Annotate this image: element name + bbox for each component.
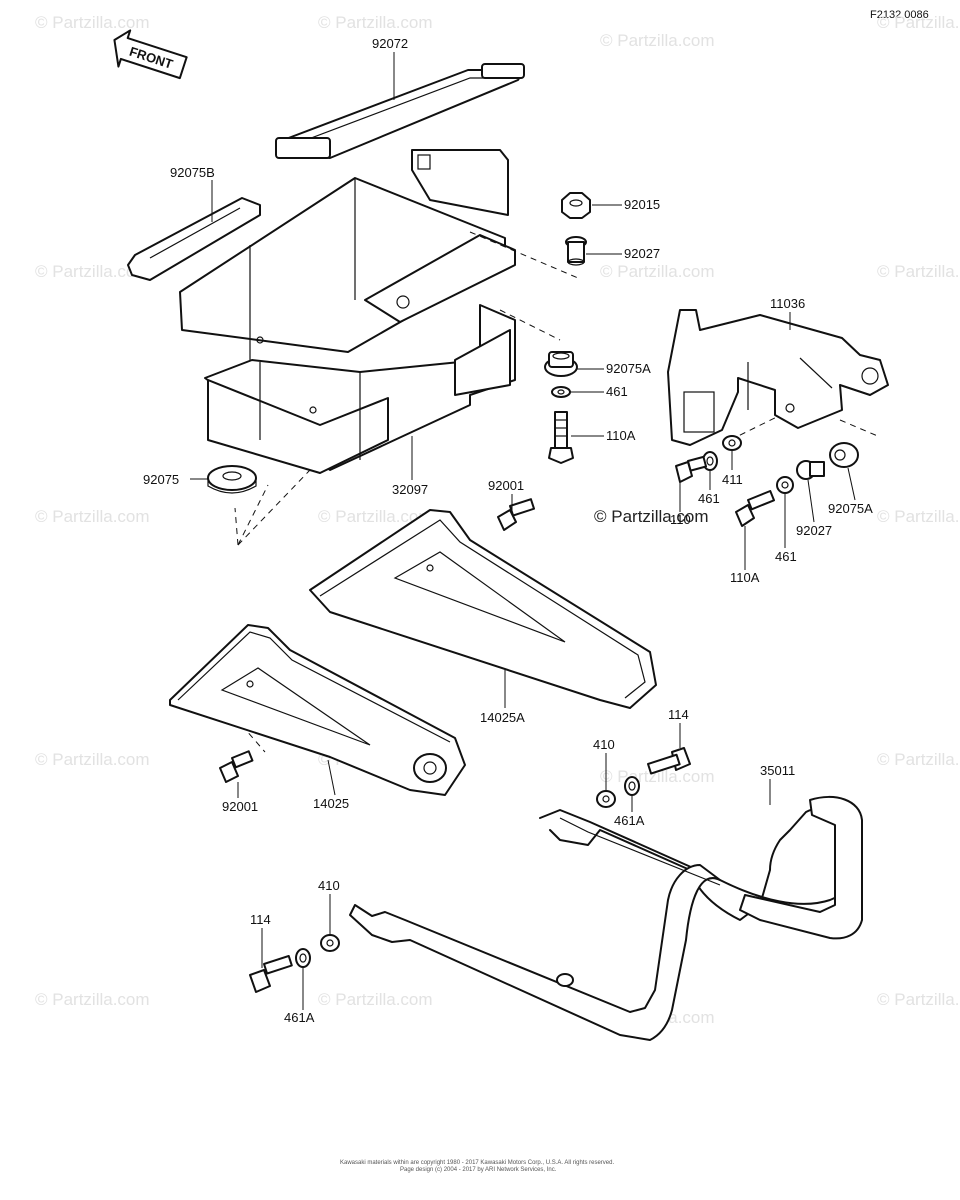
bolt-92001-bottom [219,750,254,783]
watermark-center: © Partzilla.com [594,507,709,526]
label-110: 110 [670,512,691,527]
bracket-11036 [667,309,889,446]
label-92072: 92072 [372,36,408,51]
label-461-right: 461 [775,549,797,564]
watermark: © Partzilla.com [600,31,715,50]
leader-lines [190,52,856,1010]
label-411: 411 [722,472,743,487]
watermark: © Partzilla.com [318,507,433,526]
label-32097: 32097 [392,482,428,497]
part-labels: 92072 92075B 92015 92027 11036 92075A 46… [143,36,873,1025]
label-92075b: 92075B [170,165,215,180]
nut-92015 [561,192,591,219]
label-92075a-top: 92075A [606,361,651,376]
watermark: © Partzilla.com [877,990,960,1009]
watermark: © Partzilla.com [35,990,150,1009]
watermark: © Partzilla.com [35,262,150,281]
washer-461a-bottom [295,948,311,968]
watermark: © Partzilla.com [877,507,960,526]
figure-code: F2132 0086 [870,9,929,21]
watermark: © Partzilla.com [318,990,433,1009]
label-461-top: 461 [606,384,628,399]
label-410-top: 410 [593,737,615,752]
rubber-pad-92075b [127,197,261,281]
label-114-bottom: 114 [250,912,271,927]
label-92027-top: 92027 [624,246,660,261]
grommet-92075a-right [829,442,859,468]
watermark: © Partzilla.com [877,13,960,32]
footer-line-1: Kawasaki materials within are copyright … [340,1160,614,1166]
battery-strap [275,63,525,159]
carrier-35011 [349,795,863,1041]
bolt-92001-top [497,498,536,531]
bolt-110 [675,455,708,483]
label-92015: 92015 [624,197,660,212]
label-461-mid: 461 [698,491,720,506]
watermark: © Partzilla.com [877,262,960,281]
watermark: © Partzilla.com [877,750,960,769]
label-114-top: 114 [668,707,689,722]
grommet-92075 [207,465,257,494]
label-11036: 11036 [770,296,805,311]
washer-461-top [551,386,571,398]
side-cover-14025 [169,624,466,796]
washer-461a-top [624,776,640,796]
bolt-110a-right [735,490,775,527]
grommet-92075a-top [544,351,578,377]
washer-410-bottom [320,934,340,952]
battery-box-32097 [204,304,516,474]
label-92001-bottom: 92001 [222,799,258,814]
footer-line-2: Page design (c) 2004 - 2017 by ARI Netwo… [400,1167,557,1173]
washer-461-right [776,476,794,494]
battery-case [179,149,516,360]
bolt-114-top [647,747,691,775]
front-arrow-icon: FRONT [113,29,188,80]
label-92075a-right: 92075A [828,501,873,516]
label-461a-top: 461A [614,813,645,828]
bolt-114-bottom [249,954,293,993]
label-92075: 92075 [143,472,179,487]
watermark: © Partzilla.com [318,13,433,32]
label-14025a: 14025A [480,710,525,725]
watermark: © Partzilla.com [35,13,150,32]
collar-92027-top [565,236,587,266]
label-110a-top: 110A [606,428,636,443]
label-35011: 35011 [760,763,795,778]
label-110a-right: 110A [730,570,760,585]
watermark: © Partzilla.com [600,262,715,281]
bolt-110a-top [548,411,574,464]
washer-411 [722,435,742,451]
collar-92027-right [796,460,825,480]
label-461a-bottom: 461A [284,1010,315,1025]
label-92027-right: 92027 [796,523,832,538]
side-cover-14025a [309,509,657,709]
label-410-bottom: 410 [318,878,340,893]
label-92001-top: 92001 [488,478,524,493]
copyright-footer: Kawasaki materials within are copyright … [340,1160,614,1173]
watermark: © Partzilla.com [35,750,150,769]
watermark: © Partzilla.com [35,507,150,526]
label-14025: 14025 [313,796,349,811]
washer-410-top [596,790,616,808]
